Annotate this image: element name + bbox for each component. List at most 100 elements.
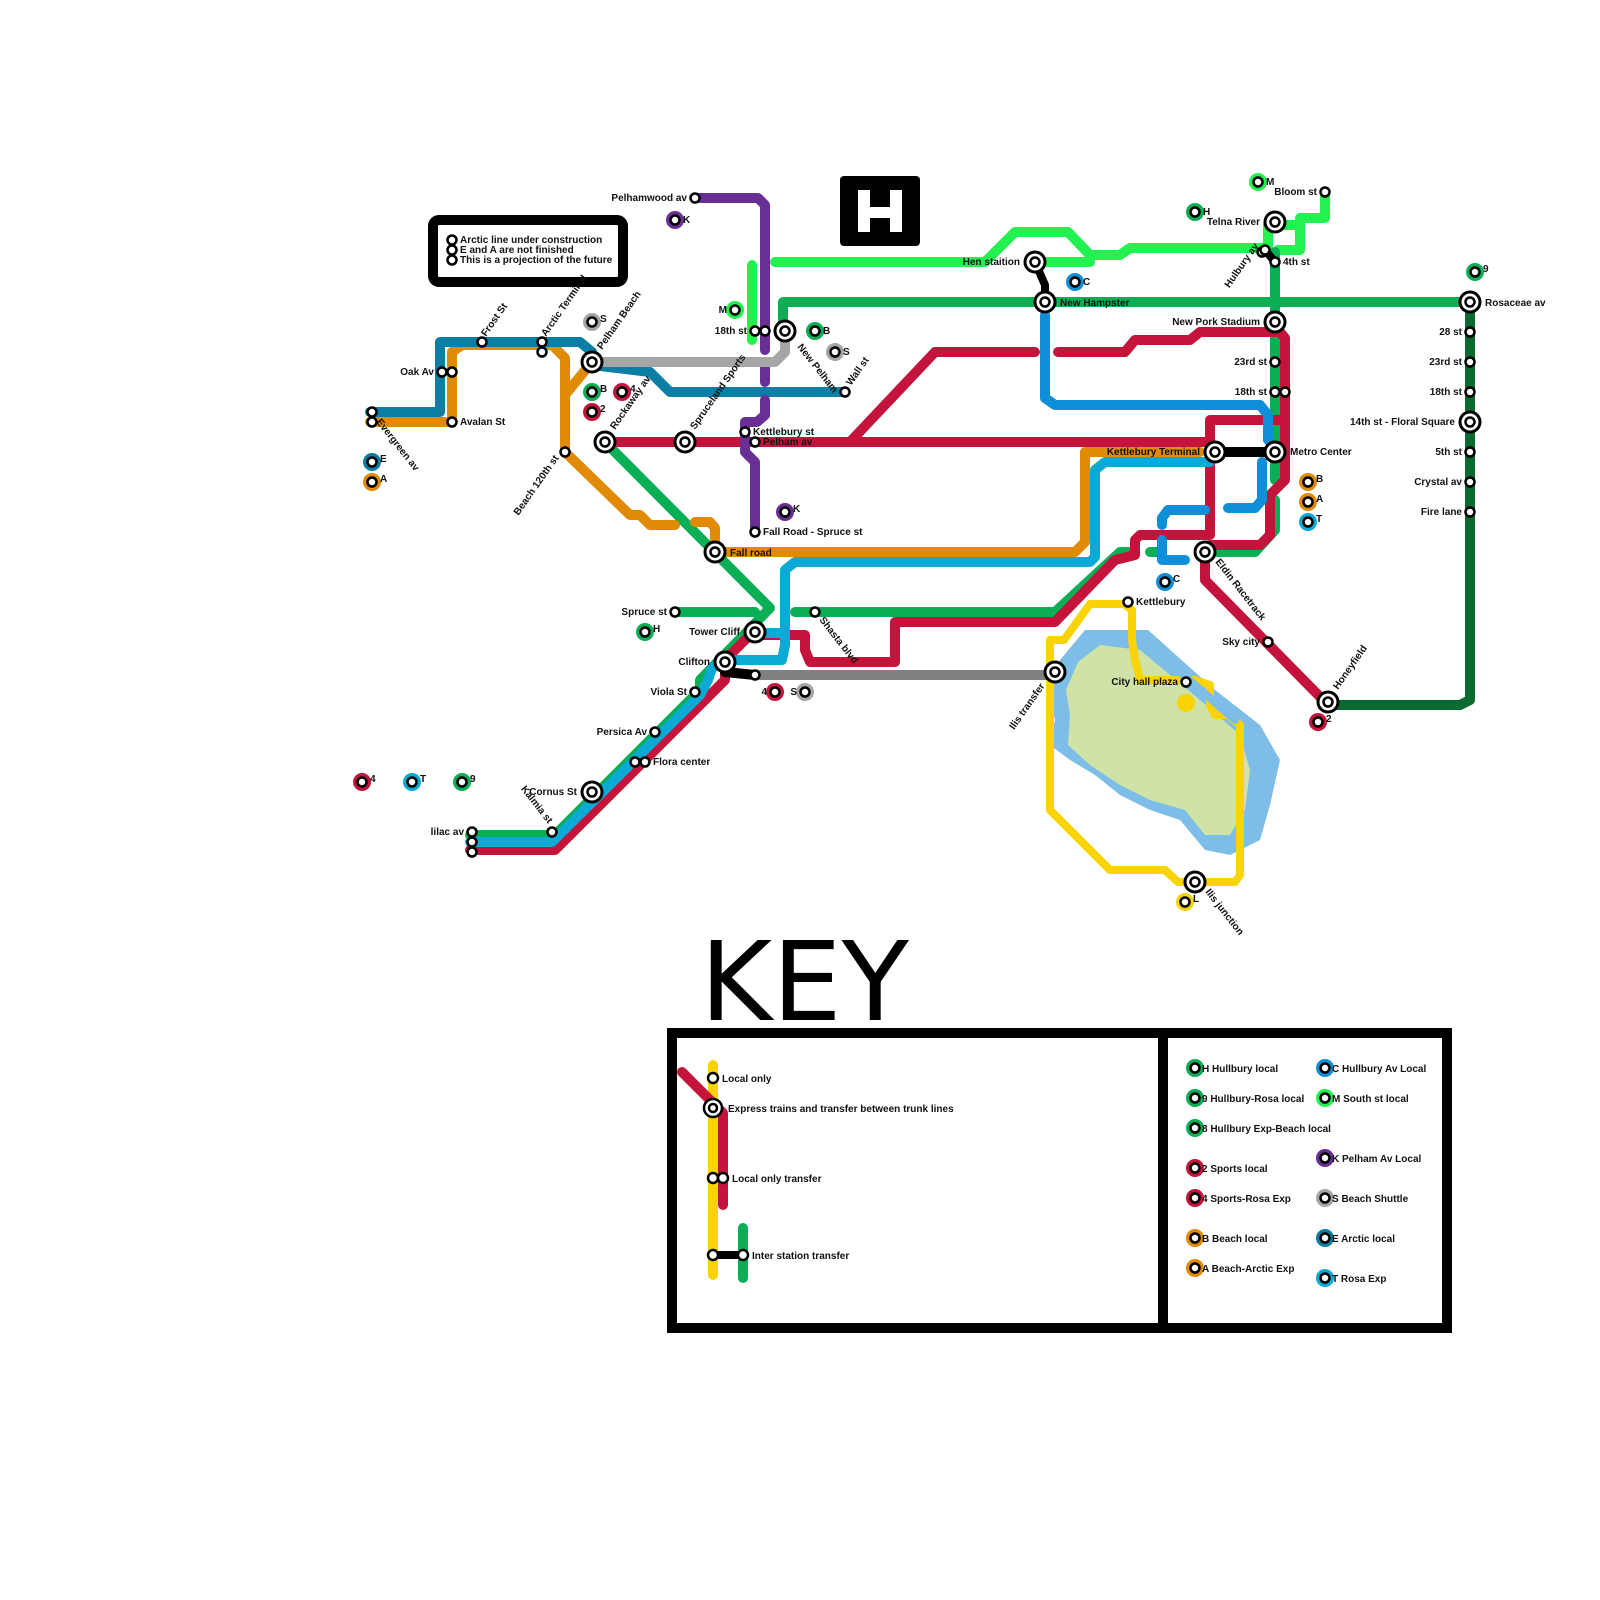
station-metro-center[interactable]: Metro Center	[1263, 440, 1352, 464]
station-m1[interactable]: M	[719, 301, 744, 319]
station-kettlebury[interactable]: Kettlebury	[1122, 596, 1186, 608]
station-h2[interactable]: H	[636, 623, 660, 641]
station-b1[interactable]: B	[806, 322, 830, 340]
station-persica[interactable]: Persica Av	[597, 726, 661, 738]
station-cornus[interactable]: Cornus St	[529, 780, 604, 804]
station-fall-spruce[interactable]: Fall Road - Spruce st	[749, 526, 864, 538]
station-marker	[466, 836, 478, 848]
station-oak[interactable]: Oak Av	[400, 366, 448, 378]
park-area	[1066, 645, 1250, 835]
station-label: L	[1193, 894, 1199, 905]
station-avalan[interactable]: Avalan St	[446, 416, 506, 428]
station-s3[interactable]: S	[790, 683, 814, 701]
station-n4a[interactable]: 4	[613, 383, 636, 401]
station-n2b[interactable]: 2	[1309, 713, 1332, 731]
station-st5[interactable]: 5th st	[1435, 446, 1476, 458]
station-new-pork[interactable]: New Pork Stadium	[1172, 310, 1287, 334]
station-st18a[interactable]: 18th st	[715, 325, 761, 337]
key-route-label: A Beach-Arctic Exp	[1202, 1264, 1294, 1275]
station-label: Honeyfield	[1331, 644, 1369, 692]
station-label: 18th st	[1430, 387, 1463, 398]
station-a2[interactable]: A	[1299, 493, 1323, 511]
station-st28[interactable]: 28 st	[1439, 326, 1476, 338]
key-title: KEY	[700, 918, 910, 1046]
station-label: 2	[1326, 714, 1332, 725]
station-label: Kettlebury Terminal	[1107, 447, 1200, 458]
station-l1[interactable]: L	[1176, 893, 1199, 911]
station-floral[interactable]: 14th st - Floral Square	[1350, 410, 1482, 434]
station-hen[interactable]: Hen staition	[963, 250, 1047, 274]
key-route-9: 9 Hullbury-Rosa local	[1186, 1089, 1304, 1107]
station-k1[interactable]: K	[666, 211, 691, 229]
station-n4c[interactable]: 4	[353, 773, 376, 791]
station-h1[interactable]: H	[1186, 203, 1210, 221]
station-kettlebury-st[interactable]: Kettlebury st	[739, 426, 815, 438]
station-st23b[interactable]: 23rd st	[1429, 356, 1476, 368]
station-sky[interactable]: Sky city	[1222, 636, 1274, 648]
station-n9b[interactable]: 9	[453, 773, 476, 791]
station-label: 23rd st	[1234, 357, 1267, 368]
station-e1[interactable]: E	[363, 453, 387, 471]
key-route-k: K Pelham Av Local	[1316, 1149, 1422, 1167]
notice-box: Arctic line under construction E and A a…	[428, 215, 628, 287]
station-label: 9	[470, 774, 476, 785]
station-label: Telna River	[1207, 217, 1260, 228]
station-spruce[interactable]: Spruce st	[621, 606, 681, 618]
key-express: Express trains and transfer between trun…	[728, 1104, 954, 1115]
station-label: B	[1316, 474, 1323, 485]
station-pelhamwood[interactable]: Pelhamwood av	[611, 192, 701, 204]
station-label: B	[823, 326, 830, 337]
station-kettlebury-term[interactable]: Kettlebury Terminal	[1107, 440, 1227, 464]
pelham-line	[690, 193, 770, 535]
station-label: C	[1173, 574, 1180, 585]
city-hall-marker	[1177, 694, 1195, 712]
station-pelham-av[interactable]: Pelham av	[749, 436, 813, 448]
station-k2[interactable]: K	[776, 503, 801, 521]
station-label: H	[653, 624, 660, 635]
station-n9a[interactable]: 9	[1466, 263, 1489, 281]
key-route-s: S Beach Shuttle	[1316, 1189, 1409, 1207]
station-n4b[interactable]: 4	[761, 683, 784, 701]
station-c1[interactable]: C	[1066, 273, 1090, 291]
station-bloom[interactable]: Bloom st	[1274, 186, 1331, 198]
station-s2[interactable]: S	[583, 313, 607, 331]
station-lilac[interactable]: lilac av	[431, 826, 478, 838]
station-label: Tower Cliff	[689, 627, 741, 638]
station-fall-road[interactable]: Fall road	[703, 540, 772, 564]
station-tower[interactable]: Tower Cliff	[689, 620, 767, 644]
station-beach120[interactable]: Beach 120th st	[512, 446, 571, 518]
station-st18c[interactable]: 18th st	[1430, 386, 1476, 398]
station-a1[interactable]: A	[363, 473, 387, 491]
station-m2[interactable]: M	[1249, 173, 1274, 191]
station-rosaceae[interactable]: Rosaceae av	[1458, 290, 1546, 314]
station-st23a[interactable]: 23rd st	[1234, 356, 1281, 368]
station-st18b[interactable]: 18th st	[1235, 386, 1281, 398]
station-marker	[446, 366, 458, 378]
station-t1[interactable]: T	[1299, 513, 1322, 531]
notice-line-2: E and A are not finished	[460, 245, 574, 256]
station-b2[interactable]: B	[583, 383, 607, 401]
station-clifton[interactable]: Clifton	[678, 650, 737, 674]
key-route-label: S Beach Shuttle	[1332, 1194, 1409, 1205]
station-st4[interactable]: 4th st	[1269, 256, 1311, 268]
station-fire[interactable]: Fire lane	[1421, 506, 1476, 518]
brand-logo	[840, 176, 920, 246]
station-n2a[interactable]: 2	[583, 403, 606, 421]
station-crystal[interactable]: Crystal av	[1414, 476, 1476, 488]
station-city-hall[interactable]: City hall plaza	[1111, 676, 1192, 688]
station-marker	[536, 346, 548, 358]
key-route-e: E Arctic local	[1316, 1229, 1395, 1247]
station-viola[interactable]: Viola St	[651, 686, 701, 698]
station-flora[interactable]: Flora center	[639, 756, 711, 768]
station-b3[interactable]: B	[1299, 473, 1323, 491]
key-route-label: M South st local	[1332, 1094, 1409, 1105]
station-c2[interactable]: C	[1156, 573, 1180, 591]
station-label: 4	[630, 384, 636, 395]
station-t2[interactable]: T	[403, 773, 426, 791]
station-s1[interactable]: S	[826, 343, 850, 361]
key-route-2: 2 Sports local	[1186, 1159, 1268, 1177]
station-new-hampster[interactable]: New Hampster	[1033, 290, 1130, 314]
station-label: K	[793, 504, 801, 515]
station-wall[interactable]: Wall st	[839, 355, 873, 398]
station-telna[interactable]: Telna River	[1207, 210, 1287, 234]
